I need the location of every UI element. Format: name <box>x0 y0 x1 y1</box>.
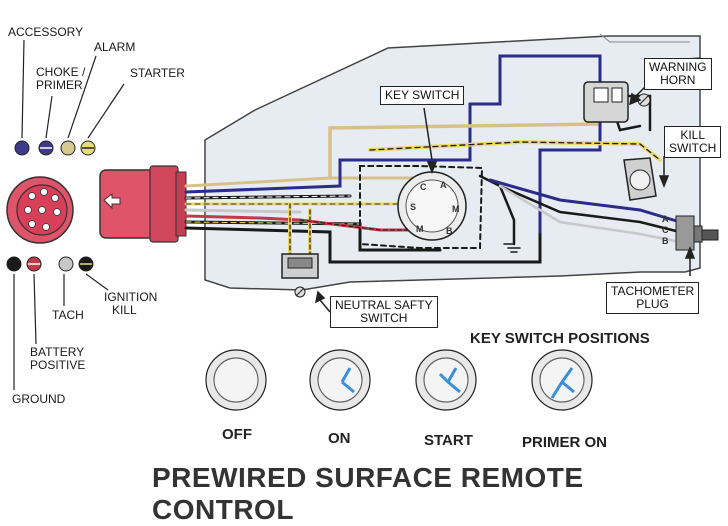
tachometer-plug <box>675 215 719 251</box>
callout-warning-horn: WARNING HORN <box>644 58 712 90</box>
switch-position-off <box>205 349 267 411</box>
key-switch-positions-heading: KEY SWITCH POSITIONS <box>470 330 650 347</box>
kill-switch <box>623 157 657 201</box>
callout-kill-switch-line2: SWITCH <box>669 141 717 155</box>
switch-position-primer-on <box>531 349 593 411</box>
harness-plug-connector <box>99 165 187 243</box>
label-ignition-kill-2: KILL <box>112 303 137 317</box>
terminal-b: B <box>446 226 453 236</box>
callout-kill-switch-line1: KILL <box>680 128 705 142</box>
label-tach: TACH <box>52 308 84 322</box>
switch-position-on <box>309 349 371 411</box>
terminal-s: S <box>410 202 417 212</box>
callout-neutral-safety-switch: NEUTRAL SAFTY SWITCH <box>330 296 438 328</box>
position-label-start: START <box>424 432 473 449</box>
tach-pin-a: A <box>662 214 669 224</box>
callout-kill-switch: KILL SWITCH <box>664 126 722 158</box>
pin-alarm-dot <box>60 140 76 156</box>
callout-tachometer-plug-line1: TACHOMETER <box>611 284 695 298</box>
arrow-icon <box>423 107 433 161</box>
callout-warning-horn-line1: WARNING <box>649 60 707 74</box>
label-battery-positive-2: POSITIVE <box>30 358 86 372</box>
key-switch-position-diagrams <box>205 349 593 411</box>
label-ground: GROUND <box>12 392 66 406</box>
pin-tach-dot <box>58 256 74 272</box>
callout-neutral-safety-switch-line1: NEUTRAL SAFTY <box>335 298 433 312</box>
warning-horn <box>583 81 651 123</box>
key-switch-body <box>397 171 467 241</box>
label-ignition-kill-1: IGNITION <box>104 290 158 304</box>
harness-socket-round <box>6 176 74 244</box>
callout-key-switch-text: KEY SWITCH <box>385 88 460 102</box>
callout-key-switch: KEY SWITCH <box>380 86 465 105</box>
label-choke-primer-1: CHOKE / <box>36 65 86 79</box>
terminal-m-left: M <box>416 224 424 234</box>
tach-pin-c: C <box>662 225 669 235</box>
label-battery-positive-1: BATTERY <box>30 345 85 359</box>
pin-accessory-dot <box>14 140 30 156</box>
terminal-c: C <box>420 182 427 192</box>
terminal-m-right: M <box>452 204 460 214</box>
position-label-on: ON <box>328 430 351 447</box>
remote-control-housing <box>204 35 701 291</box>
neutral-safety-switch <box>281 253 319 298</box>
terminal-a: A <box>440 180 447 190</box>
label-choke-primer-2: PRIMER <box>36 78 83 92</box>
callout-neutral-safety-switch-line2: SWITCH <box>360 311 408 325</box>
switch-position-start <box>415 349 477 411</box>
position-label-off: OFF <box>222 426 252 443</box>
label-alarm: ALARM <box>94 40 136 54</box>
callout-warning-horn-line2: HORN <box>660 73 696 87</box>
position-label-primer-on: PRIMER ON <box>522 434 608 451</box>
wiring-diagram <box>6 33 719 411</box>
label-starter: STARTER <box>130 66 185 80</box>
tach-pin-b: B <box>662 236 669 246</box>
callout-tachometer-plug-line2: PLUG <box>636 297 669 311</box>
diagram-title: PREWIRED SURFACE REMOTE CONTROL <box>152 462 584 525</box>
label-accessory: ACCESSORY <box>8 25 84 39</box>
callout-tachometer-plug: TACHOMETER PLUG <box>606 282 700 314</box>
pin-ground-dot <box>6 256 22 272</box>
